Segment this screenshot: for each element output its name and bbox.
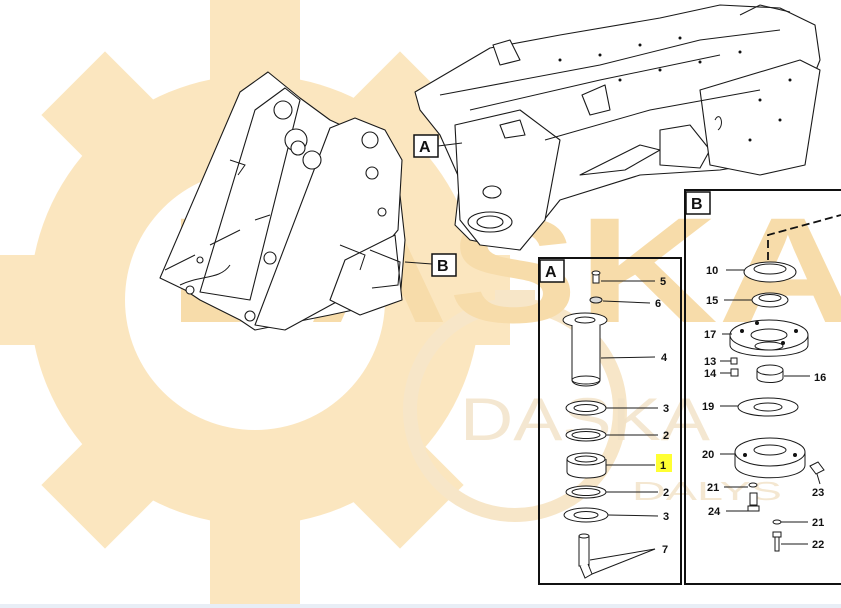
front-frame-drawing — [159, 71, 406, 331]
label-part-20: 20 — [702, 449, 714, 461]
label-part-17: 17 — [704, 329, 716, 341]
label-part-21-upper: 21 — [707, 482, 719, 494]
callout-b-label: B — [437, 258, 449, 275]
label-part-23: 23 — [812, 487, 824, 499]
label-part-6: 6 — [655, 298, 661, 310]
panel-a-letter: A — [545, 264, 557, 281]
label-part-4: 4 — [661, 352, 668, 364]
label-part-14: 14 — [704, 368, 717, 380]
detail-panel-b: B 10 15 17 1 — [684, 189, 841, 585]
rear-frame-drawing — [414, 4, 821, 251]
label-part-5: 5 — [660, 276, 666, 288]
label-part-15: 15 — [706, 295, 718, 307]
callout-b-frame: B — [404, 253, 457, 277]
watermark-brand-small: DASKA — [460, 386, 710, 453]
callout-a-label: A — [419, 139, 431, 156]
label-part-10: 10 — [706, 265, 718, 277]
label-part-19: 19 — [702, 401, 714, 413]
callout-a-frame: A — [413, 134, 463, 158]
watermark-gear-small — [403, 290, 627, 522]
label-part-1: 1 — [660, 460, 666, 472]
label-part-3-lower: 3 — [663, 511, 669, 523]
panel-b-letter: B — [691, 196, 703, 213]
label-part-13: 13 — [704, 356, 716, 368]
label-part-16: 16 — [814, 372, 826, 384]
label-part-24: 24 — [708, 506, 721, 518]
bottom-border — [0, 604, 841, 608]
label-part-7: 7 — [662, 544, 668, 556]
label-part-2-upper: 2 — [663, 430, 669, 442]
label-part-21-lower: 21 — [812, 517, 824, 529]
label-part-2-lower: 2 — [663, 487, 669, 499]
detail-panel-a: A 5 6 4 3 2 1 2 — [538, 257, 682, 585]
label-part-22: 22 — [812, 539, 824, 551]
highlight-part-1 — [656, 454, 672, 472]
label-part-3-upper: 3 — [663, 403, 669, 415]
